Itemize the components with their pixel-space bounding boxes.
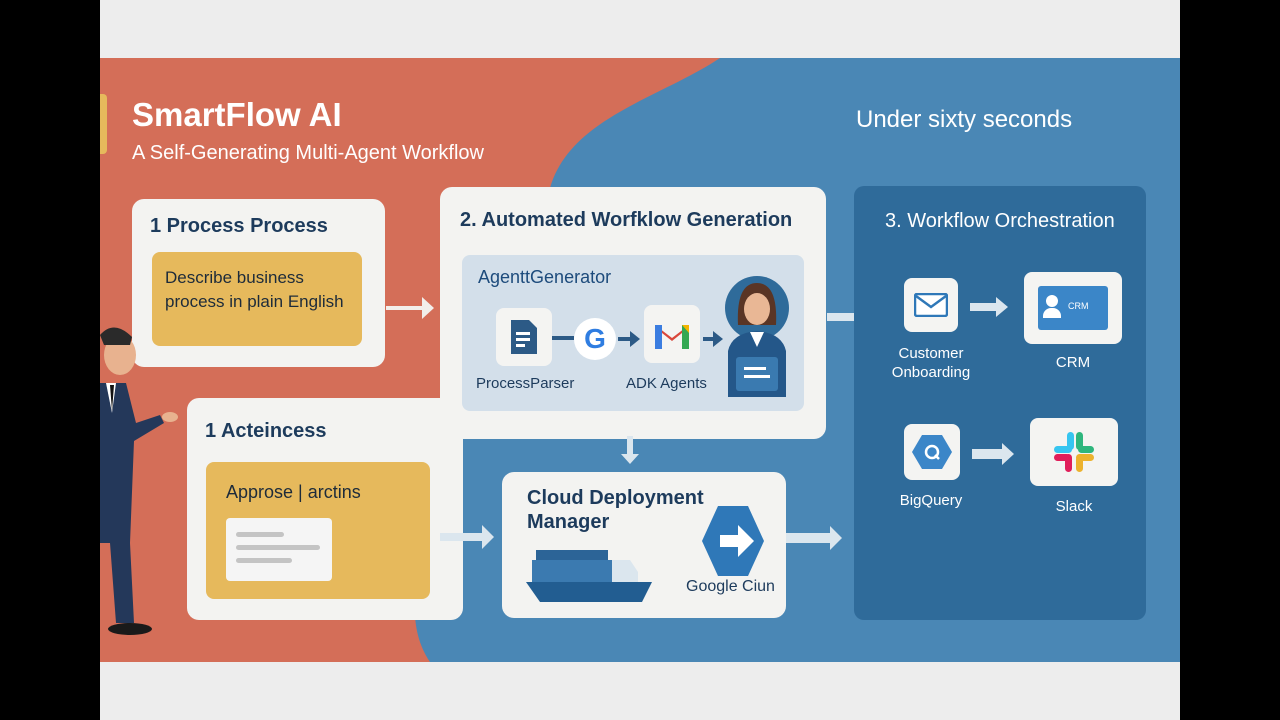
google-cloud-run-label: Google Ciun (686, 578, 775, 595)
step2-title: 2. Automated Worfklow Generation (460, 209, 793, 231)
process-parser-label: ProcessParser (476, 375, 575, 392)
document-icon (511, 320, 537, 354)
crm-card-icon: CRM (1038, 286, 1108, 330)
slide-frame: SmartFlow AI A Self-Generating Multi-Age… (100, 0, 1180, 720)
step2-card: 2. Automated Worfklow Generation AgenttG… (440, 187, 826, 439)
deploy-title-line1: Cloud Deployment (527, 487, 704, 509)
document-preview-icon (226, 518, 332, 581)
step1-title: 1 Process Process (150, 215, 328, 237)
step1-card: 1 Process Process Describe business proc… (132, 199, 385, 367)
bigquery-icon (912, 435, 952, 469)
arrow-right-icon (440, 525, 494, 549)
container-ship-icon (526, 550, 652, 602)
slack-label: Slack (1055, 498, 1093, 515)
cloud-deployment-card: Cloud Deployment Manager Google Ciun (502, 472, 786, 618)
agent-avatar-icon (725, 276, 789, 397)
adk-agents-tile (644, 305, 700, 363)
page-title: SmartFlow AI (132, 96, 342, 133)
bigquery-tile[interactable] (904, 424, 960, 480)
infographic-slide: SmartFlow AI A Self-Generating Multi-Age… (100, 58, 1180, 662)
arrow-right-icon (703, 331, 723, 347)
arrow-right-icon (386, 297, 434, 319)
step1-input-box: Describe business process in plain Engli… (152, 252, 362, 346)
step1b-title: 1 Acteincess (205, 420, 327, 442)
customer-onboarding-label-line1: Customer (898, 345, 964, 362)
process-parser-tile (496, 308, 552, 366)
slack-icon (1054, 432, 1094, 472)
step3-panel: 3. Workflow Orchestration CRM Customer O… (854, 186, 1146, 620)
arrow-right-icon (618, 331, 640, 347)
step1-text-line1: Describe business (165, 268, 304, 287)
tagline: Under sixty seconds (856, 106, 1073, 133)
google-cloud-run-icon (702, 506, 764, 576)
approval-box: Approse | arctins (206, 462, 430, 599)
slack-tile[interactable] (1030, 418, 1118, 486)
arrow-right-icon (972, 443, 1014, 465)
approval-label: Approse | arctins (226, 482, 361, 502)
arrow-right-icon (970, 297, 1008, 317)
customer-onboarding-tile[interactable] (904, 278, 958, 332)
step1b-card: 1 Acteincess Approse | arctins (187, 398, 463, 620)
bigquery-label: BigQuery (899, 492, 963, 509)
gmail-m-icon (655, 325, 689, 349)
arrow-down-icon (621, 436, 639, 464)
step1-text-line2: process in plain English (165, 292, 344, 311)
crm-badge: CRM (1068, 301, 1089, 311)
presenter-illustration (100, 327, 178, 635)
arrow-right-icon (786, 526, 842, 550)
crm-tile[interactable]: CRM (1024, 272, 1122, 344)
google-g-icon: G (574, 318, 616, 360)
customer-onboarding-label-line2: Onboarding (891, 364, 971, 381)
agent-generator-title: AgenttGenerator (478, 267, 612, 287)
page-subtitle: A Self-Generating Multi-Agent Workflow (132, 142, 485, 164)
agent-generator-panel: AgenttGenerator G ProcessParser ADK Agen… (462, 255, 804, 411)
step3-title: 3. Workflow Orchestration (885, 210, 1115, 232)
deploy-title-line2: Manager (527, 511, 610, 533)
accent-tab (100, 94, 107, 154)
crm-label: CRM (1055, 354, 1091, 371)
mail-icon (914, 293, 948, 317)
adk-agents-label: ADK Agents (626, 375, 707, 392)
